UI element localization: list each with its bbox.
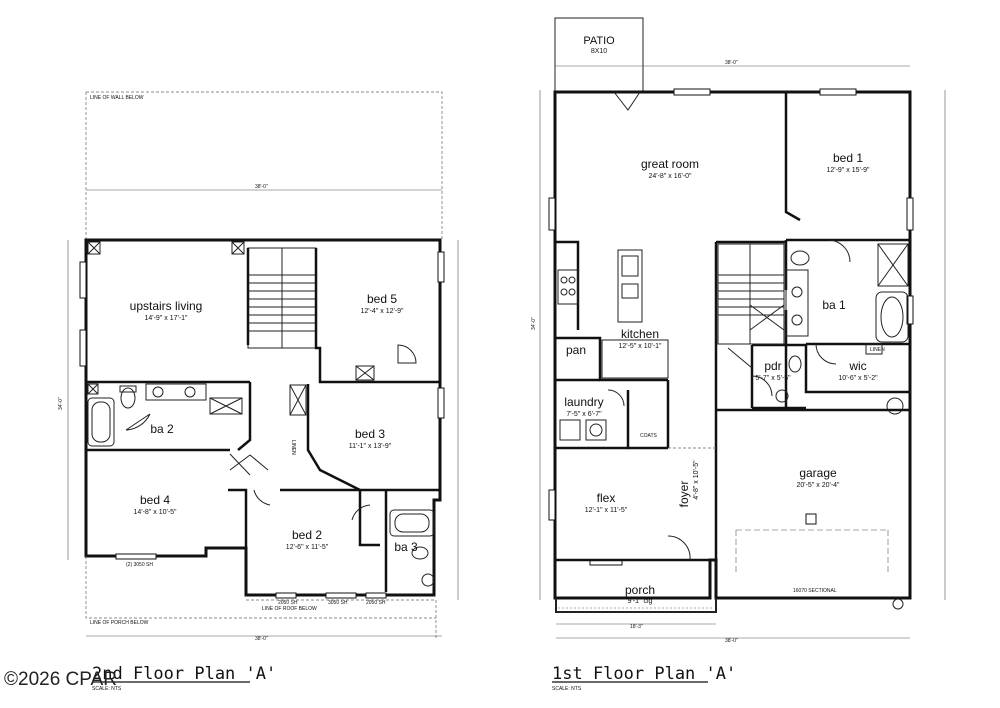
window-tag-bed-2-c: 2050 SH	[366, 600, 386, 606]
room-dims-kitchen: 12'-5" x 10'-1"	[618, 343, 662, 350]
ba-1-fixtures	[785, 243, 909, 355]
kitchen-fixtures	[557, 249, 669, 379]
line-of-porch-below	[85, 556, 436, 619]
room-name-upstairs-living: upstairs living	[130, 299, 203, 313]
first-floor-interior-walls	[556, 92, 910, 598]
first-floor-top-width: 38'-0"	[725, 60, 738, 66]
copyright-watermark: ©2026 CPAR	[4, 669, 117, 690]
second-floor-overall-width: 38'-0"	[255, 184, 268, 190]
room-name-bed-3: bed 3	[355, 427, 385, 441]
porch-slab	[555, 598, 717, 613]
line-of-roof-below	[246, 599, 437, 640]
window	[548, 197, 556, 231]
window-tag-bed-2-a: 2050 SH	[278, 600, 298, 606]
second-floor-linen-label: LINEN	[290, 440, 296, 455]
room-dims-porch: 9'-1" clg	[628, 598, 653, 605]
second-floor-plan: LINE OF WALL BELOW 38'-0" 34'-0"	[58, 91, 459, 692]
window	[79, 329, 87, 367]
room-name-pan: pan	[566, 343, 586, 357]
room-name-ba-2: ba 2	[150, 422, 174, 436]
ba-3-fixtures	[389, 509, 435, 587]
first-floor-scale: SCALE: NTS	[552, 686, 582, 692]
window	[548, 489, 556, 521]
window	[115, 553, 157, 560]
first-floor-bottom-width: 38'-0"	[725, 638, 738, 644]
room-name-bed-1: bed 1	[833, 151, 863, 165]
room-dims-bed-3: 11'-1" x 13'-9"	[349, 443, 392, 450]
second-floor-stairs	[247, 247, 317, 349]
room-name-bed-2: bed 2	[292, 528, 322, 542]
chase-boxes	[87, 241, 375, 416]
second-floor-scale: SCALE: NTS	[92, 686, 122, 692]
first-floor-stairs	[717, 243, 785, 345]
room-name-pdr: pdr	[764, 359, 781, 373]
line-of-wall-below	[85, 91, 443, 240]
pdr-fixtures	[775, 355, 904, 415]
room-name-great-room: great room	[641, 157, 699, 171]
room-dims-foyer: 4'-8" x 10'-5"	[693, 460, 700, 500]
room-dims-wic: 10'-6" x 5'-2"	[838, 375, 878, 382]
room-name-flex: flex	[597, 491, 616, 505]
porch-below-note: LINE OF PORCH BELOW	[90, 620, 149, 626]
coats-label: COATS	[640, 433, 658, 439]
room-dims-bed-4: 14'-8" x 10'-5"	[133, 509, 177, 516]
room-dims-bed-1: 12'-9" x 15'-9"	[826, 167, 870, 174]
room-name-bed-4: bed 4	[140, 493, 170, 507]
window	[437, 387, 445, 419]
room-name-laundry: laundry	[564, 395, 603, 409]
room-dims-bed-2: 12'-6" x 11'-5"	[286, 544, 329, 551]
window	[673, 88, 711, 96]
first-floor-title: 1st Floor Plan 'A'	[552, 664, 736, 684]
room-name-porch: porch	[625, 583, 655, 597]
wall-below-note: LINE OF WALL BELOW	[90, 95, 144, 101]
room-name-kitchen: kitchen	[621, 327, 659, 341]
room-name-garage: garage	[799, 466, 837, 480]
window	[906, 197, 914, 231]
room-dims-bed-5: 12'-4" x 12'-9"	[360, 308, 404, 315]
first-floor-depth-left: 34'-0"	[531, 317, 537, 330]
window	[325, 592, 357, 599]
window	[275, 592, 297, 599]
second-floor-title: 2nd Floor Plan 'A'	[92, 664, 276, 684]
window	[906, 295, 914, 325]
first-floor-linen-label: LINEN	[870, 347, 885, 353]
roof-below-note: LINE OF ROOF BELOW	[262, 606, 317, 612]
patio	[554, 17, 644, 93]
room-dims-garage: 20'-5" x 20'-4"	[796, 482, 840, 489]
corner-column	[892, 598, 904, 610]
window-tag-bed-4: (2) 3050 SH	[126, 562, 153, 568]
room-dims-flex: 12'-1" x 11'-5"	[585, 507, 628, 514]
room-dims-pdr: 5'-7" x 5'-5"	[755, 375, 791, 382]
window	[365, 592, 387, 599]
porch-width: 18'-3"	[630, 624, 643, 630]
garage-door-label: 16070 SECTIONAL	[793, 588, 837, 594]
room-dims-upstairs-living: 14'-9" x 17'-1"	[144, 315, 188, 322]
patio-name: PATIO	[583, 35, 615, 47]
window	[437, 251, 445, 283]
patio-dims: 8X10	[591, 48, 607, 55]
room-name-wic: wic	[848, 359, 866, 373]
room-dims-laundry: 7'-5" x 6'-7"	[566, 411, 602, 418]
room-name-foyer: foyer	[677, 481, 691, 508]
window	[79, 261, 87, 299]
second-floor-overall-depth: 34'-0"	[58, 397, 64, 410]
first-floor-doors	[607, 91, 851, 561]
room-dims-great-room: 24'-8" x 16'-0"	[648, 173, 692, 180]
second-floor-bottom-width: 38'-0"	[255, 636, 268, 642]
first-floor-plan: PATIO 8X10 38'-0" 34'-0"	[531, 17, 946, 692]
second-floor-interior-walls	[86, 248, 440, 592]
room-name-bed-5: bed 5	[367, 292, 397, 306]
ba-2-fixtures	[87, 383, 243, 447]
garage-door: 16070 SECTIONAL	[735, 513, 889, 594]
window-tag-bed-2-b: 3050 SH	[328, 600, 348, 606]
room-name-ba-3: ba 3	[394, 540, 418, 554]
laundry-fixtures	[559, 419, 607, 441]
window	[819, 88, 857, 96]
room-name-ba-1: ba 1	[822, 298, 846, 312]
second-floor-doors	[125, 344, 417, 521]
